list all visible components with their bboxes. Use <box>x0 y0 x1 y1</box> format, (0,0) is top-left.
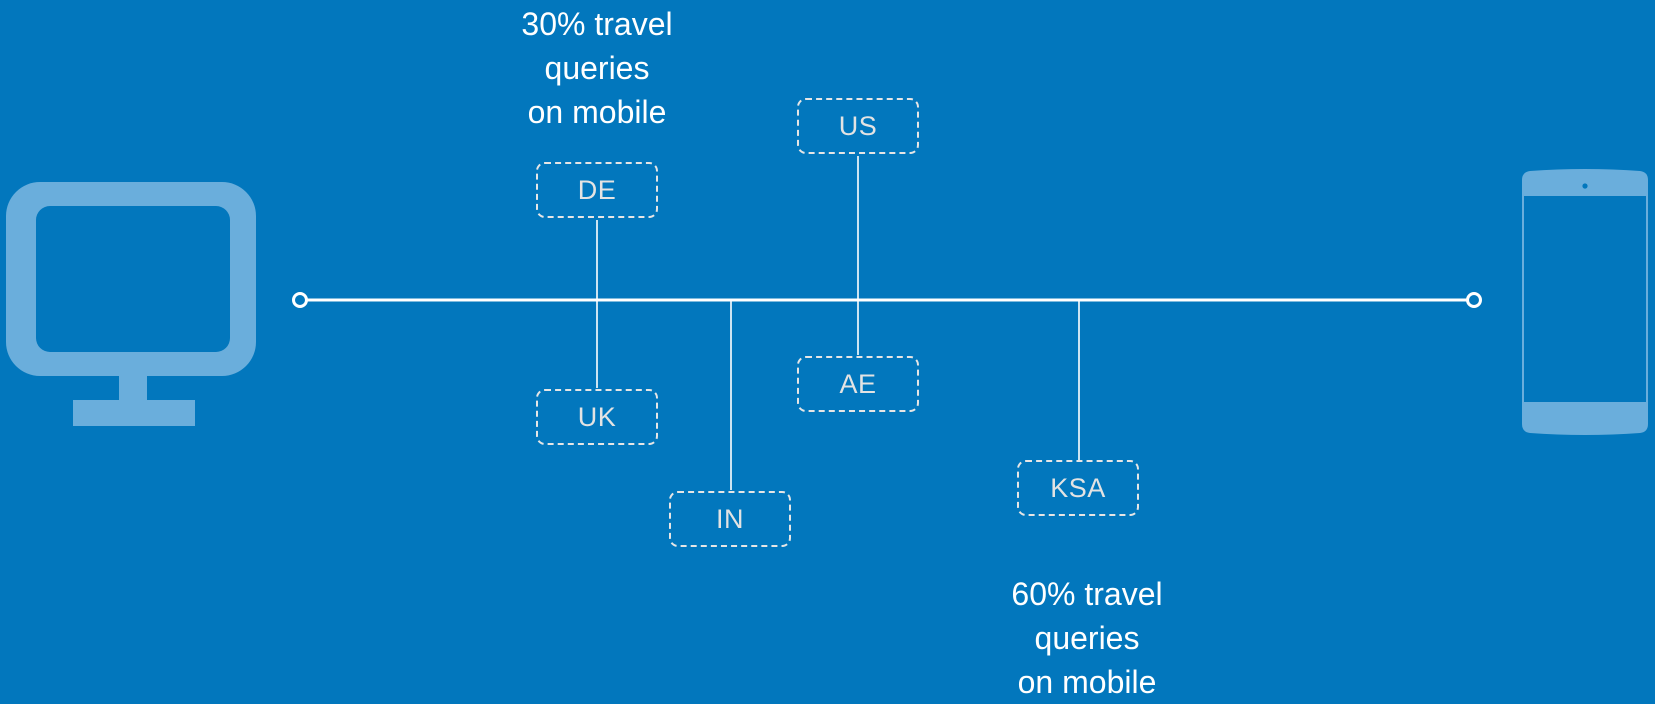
mobile-end-annotation-line-2: queries <box>1034 620 1140 656</box>
mobile-end-annotation-line-3: on mobile <box>1017 664 1157 700</box>
country-box-ksa: KSA <box>1017 460 1139 516</box>
desktop-end-annotation-line-2: queries <box>544 50 650 86</box>
country-box-in: IN <box>669 491 791 547</box>
country-box-ae: AE <box>797 356 919 412</box>
desktop-end-annotation-line-1: 30% travel <box>521 6 673 42</box>
desktop-end-annotation: 30% travel queries on mobile <box>487 2 707 134</box>
mobile-phone-icon <box>1522 169 1648 435</box>
country-box-uk: UK <box>536 389 658 445</box>
axis-end-endpoint <box>1466 292 1482 308</box>
axis-start-endpoint <box>292 292 308 308</box>
desktop-monitor-icon <box>6 182 256 426</box>
desktop-end-annotation-line-3: on mobile <box>527 94 667 130</box>
mobile-end-annotation: 60% travel queries on mobile <box>977 572 1197 704</box>
country-box-us: US <box>797 98 919 154</box>
country-box-de: DE <box>536 162 658 218</box>
mobile-end-annotation-line-1: 60% travel <box>1011 576 1163 612</box>
